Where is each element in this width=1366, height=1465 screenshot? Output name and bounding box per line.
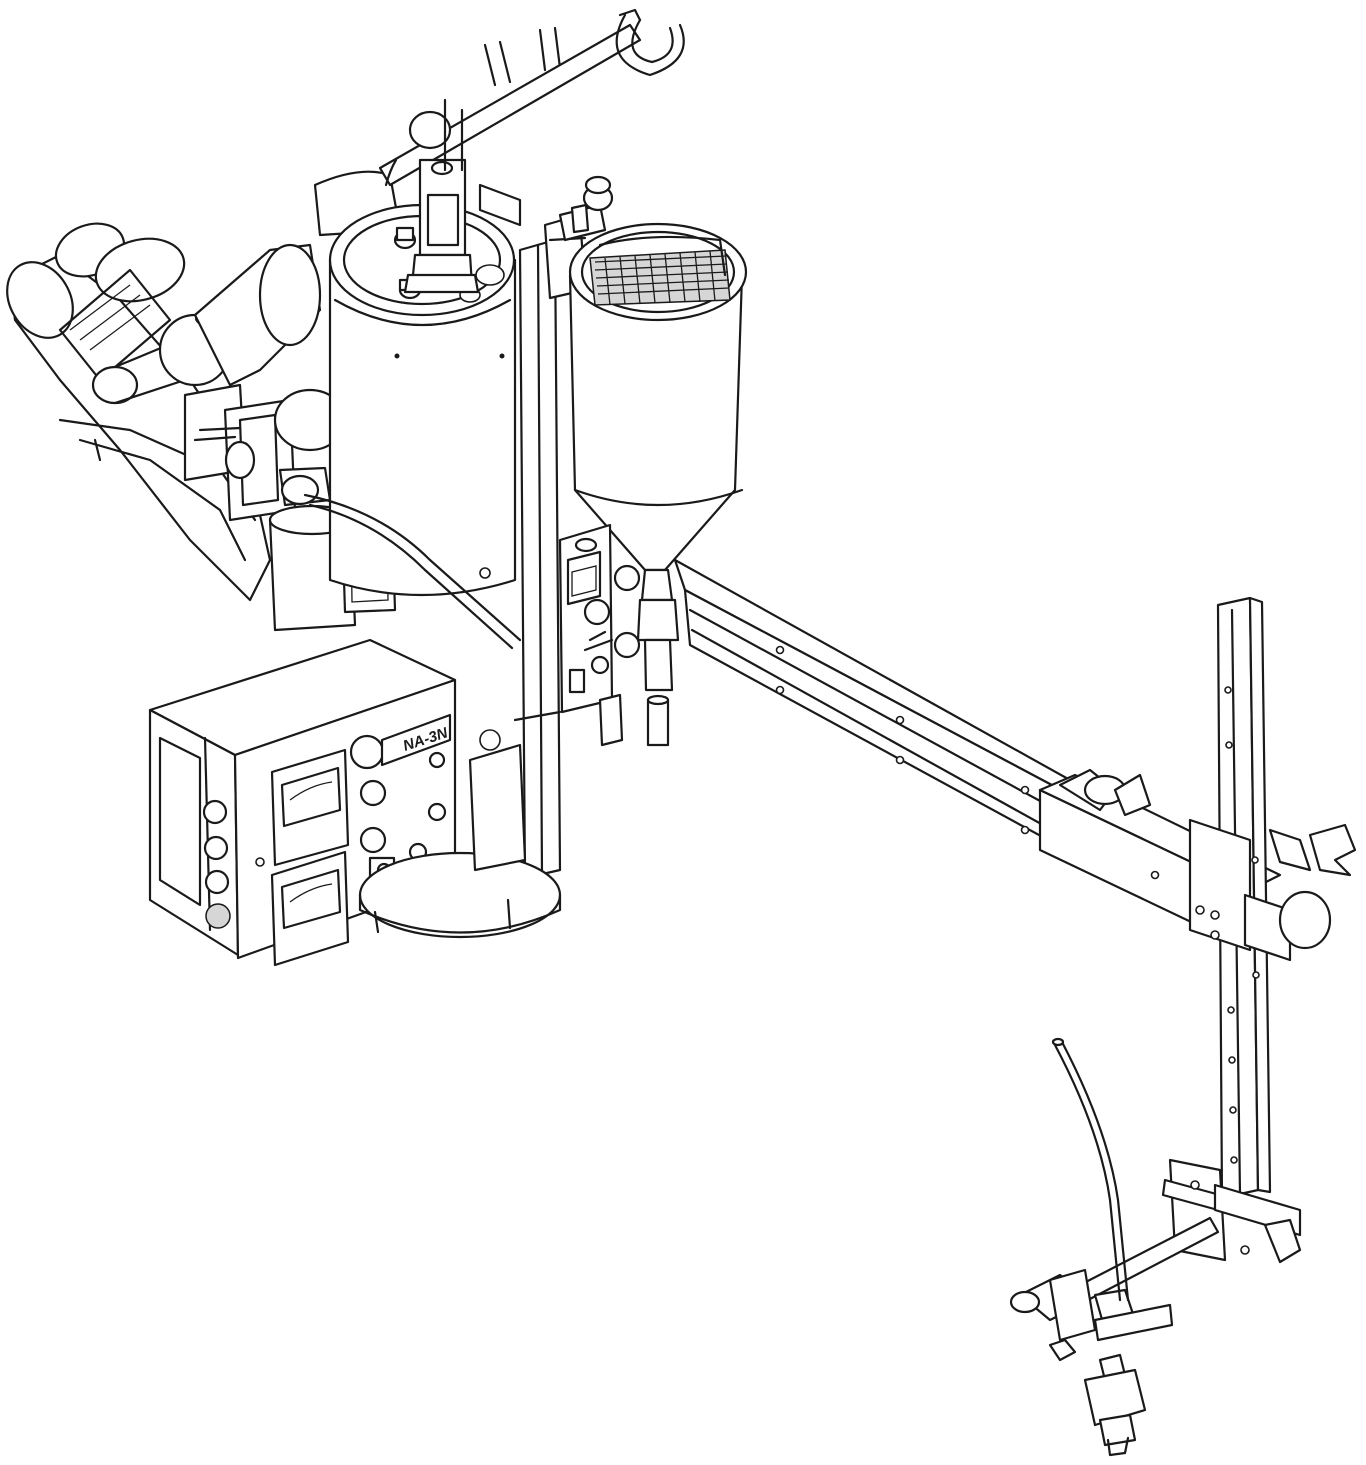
base-plate	[358, 729, 562, 939]
wire-reel-assembly	[6, 222, 322, 602]
feed-control-plate	[513, 523, 641, 747]
horizontal-arm	[673, 558, 1282, 952]
control-box: NA-3N	[148, 638, 457, 967]
vertical-slide	[1188, 596, 1357, 1200]
hanging-bracket	[378, 8, 685, 294]
flux-hopper-housing	[313, 170, 522, 597]
column-frame	[518, 175, 614, 880]
wire-conduit	[303, 493, 522, 650]
torch-clamp-assembly	[1009, 1037, 1302, 1457]
flux-funnel	[568, 222, 748, 747]
